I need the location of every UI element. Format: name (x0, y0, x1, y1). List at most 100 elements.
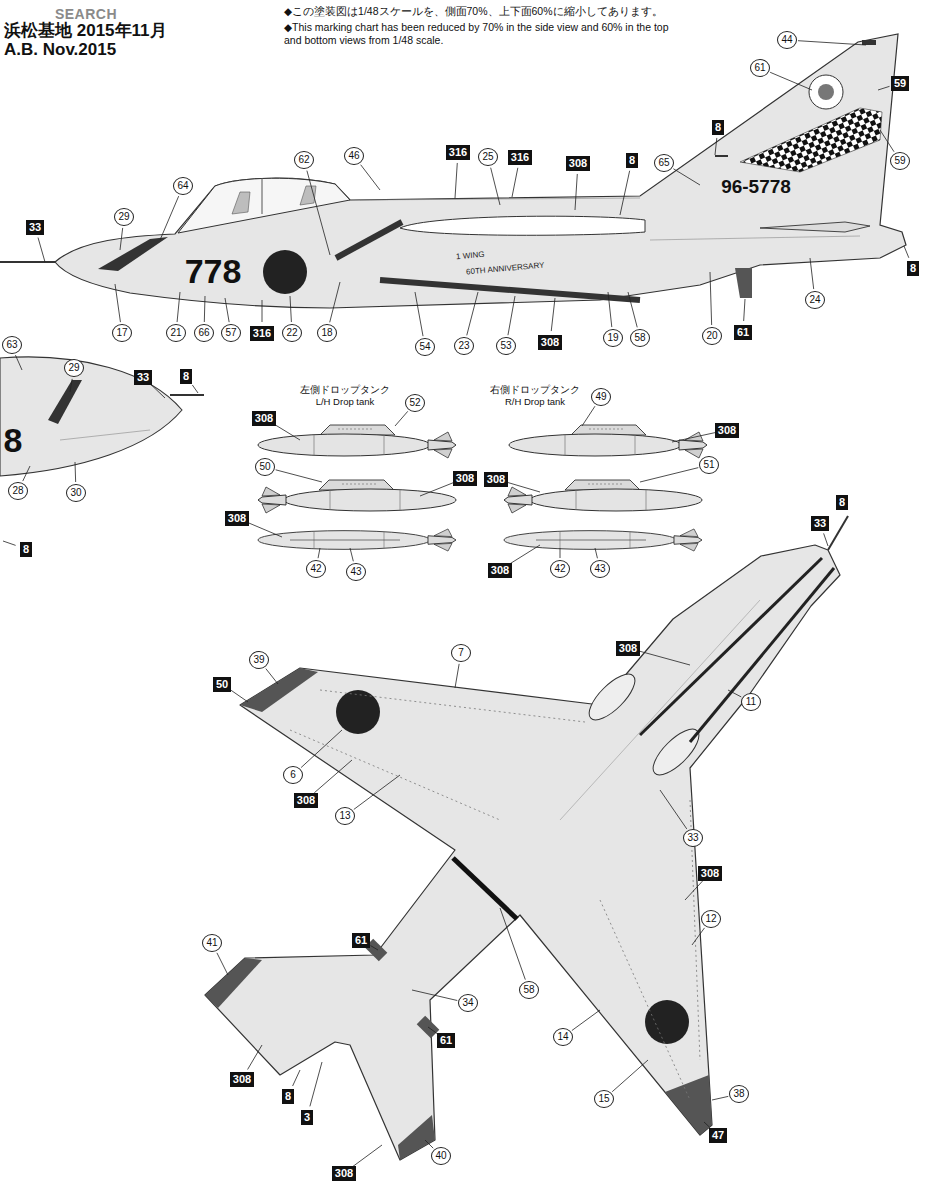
fuselage-band (453, 858, 517, 919)
unit-emblem (809, 75, 843, 109)
paint-code: 61 (437, 1033, 455, 1048)
paint-code: 308 (225, 511, 249, 526)
leader-line (507, 482, 540, 492)
leader-line (710, 272, 712, 325)
callout-number: 64 (173, 177, 193, 195)
paint-code: 308 (538, 335, 562, 350)
leader-line (231, 690, 248, 702)
airframe-bottom (205, 545, 840, 1160)
ventral-fin (735, 268, 752, 298)
paint-code: 308 (566, 156, 590, 171)
wing-tip (240, 668, 318, 712)
leader-line (273, 424, 300, 440)
callout-number: 29 (114, 208, 134, 226)
callout-number: 51 (699, 456, 719, 474)
leader-line (608, 292, 612, 327)
tank-title: R/H Drop tank (505, 396, 565, 407)
leader-line (395, 411, 408, 426)
leader-line (290, 296, 291, 322)
paint-code: 47 (709, 1128, 727, 1143)
callout-number: 61 (750, 59, 770, 77)
leader-line (266, 669, 278, 684)
fin-light (862, 40, 876, 45)
callout-number: 46 (344, 147, 364, 165)
paint-code: 308 (616, 641, 640, 656)
leader-line (560, 548, 561, 558)
leader-line (361, 165, 380, 190)
paint-code: 61 (352, 933, 370, 948)
callout-number: 19 (603, 329, 623, 347)
leader-line (572, 1010, 600, 1031)
leader-line (575, 174, 577, 210)
leader-line (728, 690, 741, 697)
leader-line (247, 522, 282, 537)
leader-line (500, 908, 525, 980)
leader-line (824, 533, 828, 546)
leader-line (904, 246, 909, 258)
callout-number: 52 (405, 394, 425, 412)
leader-line (3, 541, 16, 545)
paint-code: 316 (446, 145, 470, 160)
stabilizer (760, 222, 870, 232)
hinomaru (645, 1000, 689, 1044)
paint-code: 8 (282, 1089, 294, 1104)
aircraft-number: 8 (4, 422, 23, 458)
callout-number: 29 (64, 359, 84, 377)
paint-code: 8 (180, 369, 192, 384)
paint-code: 3 (301, 1110, 313, 1125)
leader-line (425, 1140, 433, 1148)
callout-number: 6 (283, 766, 303, 784)
paint-code: 308 (715, 423, 739, 438)
hinomaru (263, 250, 307, 294)
paint-code: 308 (230, 1072, 254, 1087)
leader-line (354, 775, 400, 809)
paint-code: 308 (453, 471, 477, 486)
leader-line (467, 292, 478, 335)
leader-line (314, 760, 352, 793)
leader-line (712, 1096, 728, 1100)
paint-code: 50 (213, 677, 231, 692)
engine-intake (646, 722, 705, 781)
location-title: A.B. Nov.2015 (4, 40, 116, 60)
nose-stripe (98, 237, 168, 271)
leader-line (204, 296, 206, 322)
callout-number: 66 (194, 324, 214, 342)
stabilizer-tip (205, 958, 262, 1008)
leader-line (673, 169, 700, 185)
nose-stripe (640, 558, 822, 735)
leader-line (248, 1045, 262, 1070)
wing-tip (665, 1075, 712, 1135)
callout-number: 58 (630, 329, 650, 347)
leader-line (455, 664, 459, 688)
leader-line (639, 651, 690, 665)
hinomaru (336, 690, 380, 734)
leader-line (692, 928, 705, 945)
leader-line (318, 548, 320, 558)
callout-number: 41 (202, 934, 222, 952)
callout-number: 58 (519, 981, 539, 999)
callout-number: 15 (594, 1090, 614, 1108)
leader-line (595, 548, 597, 558)
panel-line (650, 236, 860, 240)
leader-line (177, 292, 180, 322)
side-view (0, 34, 906, 308)
callout-number: 59 (890, 152, 910, 170)
paint-code: 33 (811, 516, 829, 531)
callout-number: 28 (8, 482, 28, 500)
paint-code: 8 (907, 261, 919, 276)
paint-code: 59 (891, 76, 909, 91)
leader-line (491, 168, 500, 205)
leader-line (660, 790, 687, 829)
callout-number: 44 (777, 31, 797, 49)
bottom-view (205, 516, 848, 1160)
leader-line (428, 1027, 437, 1034)
leader-line (276, 470, 322, 482)
leader-line (551, 298, 555, 331)
leader-line (810, 258, 814, 289)
leader-line (307, 171, 330, 255)
canopy-frame (262, 178, 263, 214)
scale-note: ◆この塗装図は1/48スケールを、側面70%、上下面60%に縮小してあります。 (284, 5, 663, 19)
rivet-line (290, 730, 500, 820)
watermark: SEARCH (55, 6, 117, 22)
